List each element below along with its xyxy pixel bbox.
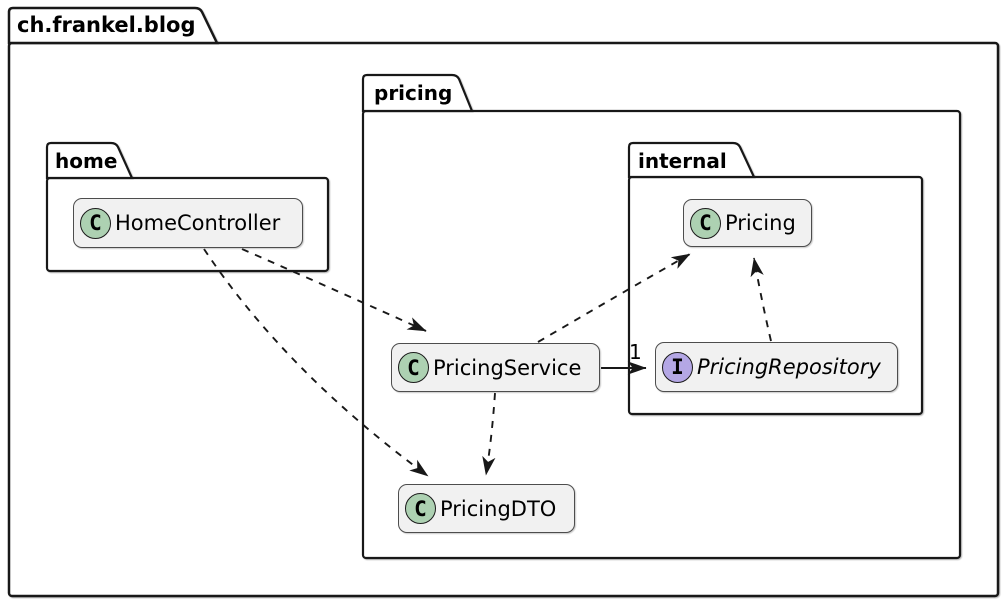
package-label-pricing: pricing xyxy=(374,81,453,105)
class-label: HomeController xyxy=(115,211,281,235)
class-label: PricingService xyxy=(433,355,582,380)
class-icon: C xyxy=(398,352,429,383)
class-node-homecontroller: C HomeController xyxy=(73,198,303,248)
class-node-pricingdto: C PricingDTO xyxy=(398,484,575,533)
class-label: PricingDTO xyxy=(440,496,557,521)
interface-label: PricingRepository xyxy=(697,355,881,379)
package-label-internal: internal xyxy=(638,149,727,173)
class-node-pricingservice: C PricingService xyxy=(391,343,600,392)
class-node-pricing: C Pricing xyxy=(683,199,812,247)
class-icon: C xyxy=(405,493,436,524)
package-label-home: home xyxy=(55,149,118,173)
class-icon: C xyxy=(690,207,721,239)
interface-node-pricingrepository: I PricingRepository xyxy=(655,342,898,392)
class-icon: C xyxy=(80,207,111,239)
class-label: Pricing xyxy=(725,211,796,235)
package-label-root: ch.frankel.blog xyxy=(17,13,196,37)
interface-icon: I xyxy=(662,351,693,383)
edge-multiplicity-label: 1 xyxy=(629,340,642,364)
